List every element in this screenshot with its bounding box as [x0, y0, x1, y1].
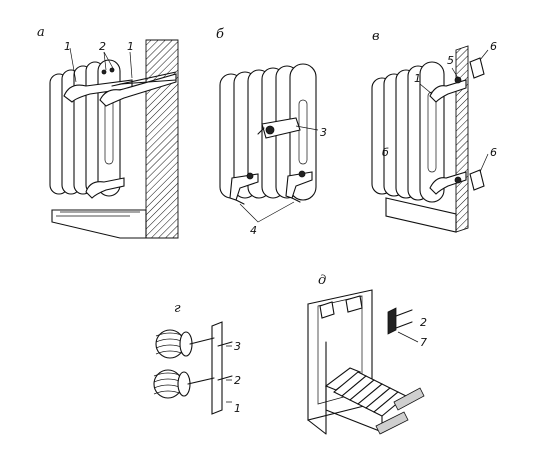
panel-a: а 1 2 1 [37, 25, 179, 239]
label-d-2: 2 [420, 316, 427, 329]
label-g-3: 3 [234, 340, 241, 353]
wall-a [145, 39, 179, 239]
panel-b: б 3 4 [216, 27, 327, 237]
panel-d: д 2 7 [307, 273, 427, 435]
resistor-fins-a [49, 59, 121, 197]
coil-lower [153, 369, 215, 399]
label-a-1b: 1 [127, 40, 134, 53]
resistor-fins-b [219, 63, 317, 201]
label-a-1: 1 [64, 40, 71, 53]
label-v-5: 5 [447, 54, 454, 67]
coil-upper [155, 329, 215, 359]
label-b-3: 3 [320, 126, 327, 139]
label-d-7: 7 [420, 336, 427, 349]
panel-v-title: в [372, 29, 380, 44]
panel-v: в 5 6 1 б 6 [371, 29, 497, 233]
label-a-2: 2 [99, 40, 106, 53]
panel-a-title: а [37, 25, 45, 40]
resistor-fins-d [324, 367, 407, 433]
label-v-6: 6 [490, 40, 497, 53]
label-v-b: б [382, 146, 389, 159]
wall-v [455, 45, 469, 233]
panel-b-title: б [216, 27, 224, 42]
panel-g-title: г [174, 301, 181, 316]
label-v-1: 1 [414, 72, 421, 85]
panel-d-title: д [318, 273, 326, 288]
resistor-fins-v [371, 61, 445, 203]
label-g-1: 1 [234, 402, 241, 415]
panel-g: г 3 2 1 [153, 301, 241, 415]
label-v-6b: 6 [490, 146, 497, 159]
label-b-4: 4 [250, 224, 257, 237]
label-g-2: 2 [234, 374, 241, 387]
